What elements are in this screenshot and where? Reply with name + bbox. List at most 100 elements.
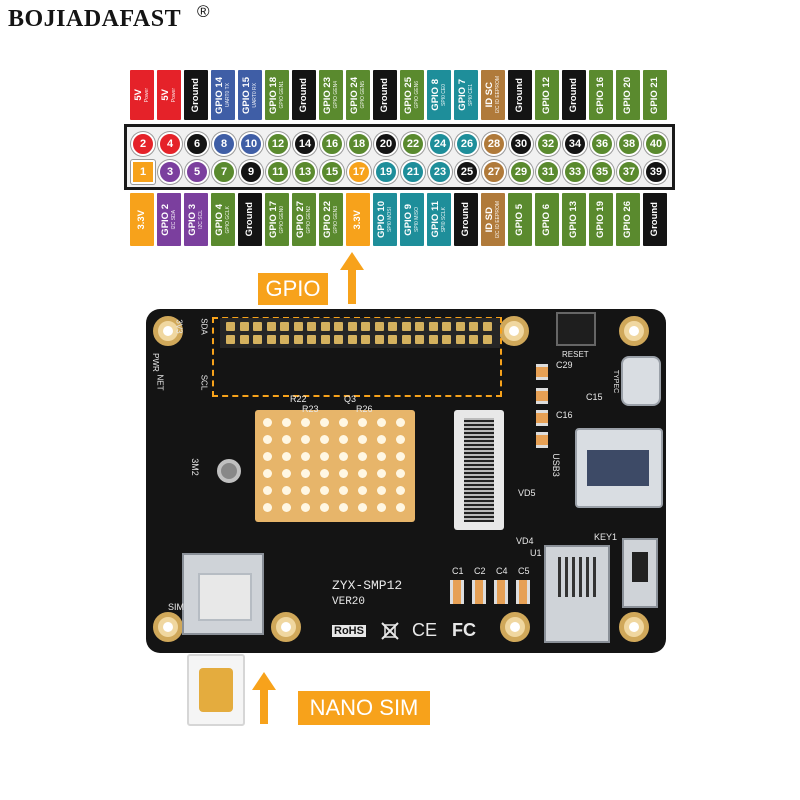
- copper-pad: [339, 418, 348, 427]
- pin-34: 34: [563, 132, 587, 156]
- pin-7: 7: [212, 160, 236, 184]
- copper-pad: [377, 503, 386, 512]
- header-pin: [428, 322, 438, 331]
- mount-hole: [271, 612, 301, 642]
- pin-label-subtext: GPIO GEN0: [278, 205, 285, 234]
- pin-15: 15: [320, 160, 344, 184]
- brand-name: BOJIADAFAST: [8, 6, 182, 32]
- weee-bin-icon: [381, 622, 399, 640]
- fcc-mark: FC: [452, 620, 476, 640]
- c15-silk: C15: [586, 392, 603, 402]
- pin-label-text: GPIO 7: [457, 79, 469, 111]
- pin-17: 17: [347, 160, 371, 184]
- pin-21: 21: [401, 160, 425, 184]
- header-pin: [253, 335, 262, 344]
- capacitor: [536, 388, 548, 404]
- pin-6: 6: [185, 132, 209, 156]
- pin-label-subtext: I2C SDA: [170, 209, 177, 230]
- copper-pad: [358, 486, 367, 495]
- copper-pad: [396, 486, 405, 495]
- copper-pad: [320, 418, 329, 427]
- usb3-silk: USB3: [550, 453, 561, 477]
- pin-10: 10: [239, 132, 263, 156]
- pin-label: Ground: [292, 70, 316, 120]
- copper-pad: [263, 503, 272, 512]
- pin-1: 1: [131, 160, 155, 184]
- pin-label-text: GPIO 25: [403, 76, 415, 114]
- copper-pad: [396, 435, 405, 444]
- pin-label-text: Ground: [190, 77, 202, 113]
- pin-label: Ground: [562, 70, 586, 120]
- header-pin: [455, 322, 465, 331]
- pin-37: 37: [617, 160, 641, 184]
- header-pin: [388, 335, 397, 344]
- pin-label-text: Ground: [298, 77, 310, 113]
- header-pin: [388, 322, 397, 331]
- pin-label-text: Ground: [568, 77, 580, 113]
- copper-pad: [282, 503, 291, 512]
- pin-label-text: GPIO 10: [376, 201, 388, 238]
- copper-pad: [282, 418, 291, 427]
- pin-label-text: GPIO 12: [541, 76, 553, 114]
- header-pin: [280, 335, 289, 344]
- sim-card-slot: [182, 553, 264, 635]
- key1-silk: KEY1: [594, 532, 618, 542]
- usb3-port: [575, 428, 663, 508]
- pin-label-subtext: I2C SCL: [197, 210, 204, 229]
- header-pin: [374, 335, 384, 344]
- pin-label-text: GPIO 20: [622, 76, 634, 114]
- pin-14: 14: [293, 132, 317, 156]
- c5-silk: C5: [518, 566, 530, 576]
- pin-38: 38: [617, 132, 641, 156]
- header-pin: [239, 335, 249, 344]
- ethernet-connector: [544, 545, 610, 643]
- copper-pad: [339, 469, 348, 478]
- pin-label-subtext: GPIO GEN1: [278, 81, 285, 109]
- pin-label-text: GPIO 13: [568, 201, 580, 238]
- header-pin: [428, 335, 438, 344]
- copper-pad: [320, 503, 329, 512]
- pin-35: 35: [590, 160, 614, 184]
- pin-label-subtext: Power: [143, 87, 150, 103]
- copper-pad: [282, 469, 291, 478]
- copper-pad: [301, 435, 310, 444]
- pin-label-text: GPIO 8: [430, 79, 442, 111]
- pin-20: 20: [374, 132, 398, 156]
- capacitor: [516, 580, 530, 604]
- pin-30: 30: [509, 132, 533, 156]
- pin-8: 8: [212, 132, 236, 156]
- copper-pad: [358, 452, 367, 461]
- header-pin: [401, 322, 411, 331]
- header-pin: [361, 335, 370, 344]
- header-pin: [469, 335, 478, 344]
- pin-40: 40: [644, 132, 668, 156]
- pin-25: 25: [455, 160, 479, 184]
- pin-label: GPIO 5: [508, 193, 532, 246]
- gpio-header-connector: [220, 318, 500, 348]
- model-name: ZYX-SMP12: [332, 578, 403, 593]
- pin-32: 32: [536, 132, 560, 156]
- pin-label-subtext: I2C ID EEPROM: [494, 76, 501, 114]
- pin-label-subtext: GPIO GEN4: [332, 81, 339, 109]
- sda-silk: SDA: [199, 318, 209, 335]
- pin-4: 4: [158, 132, 182, 156]
- copper-pad: [358, 418, 367, 427]
- copper-pad-grid: [255, 410, 415, 522]
- header-pin: [347, 322, 357, 331]
- pin-23: 23: [428, 160, 452, 184]
- copper-pad: [396, 418, 405, 427]
- header-pin: [239, 322, 249, 331]
- header-pin: [482, 335, 492, 344]
- copper-pad: [263, 435, 272, 444]
- pin-label: GPIO 12: [535, 70, 559, 120]
